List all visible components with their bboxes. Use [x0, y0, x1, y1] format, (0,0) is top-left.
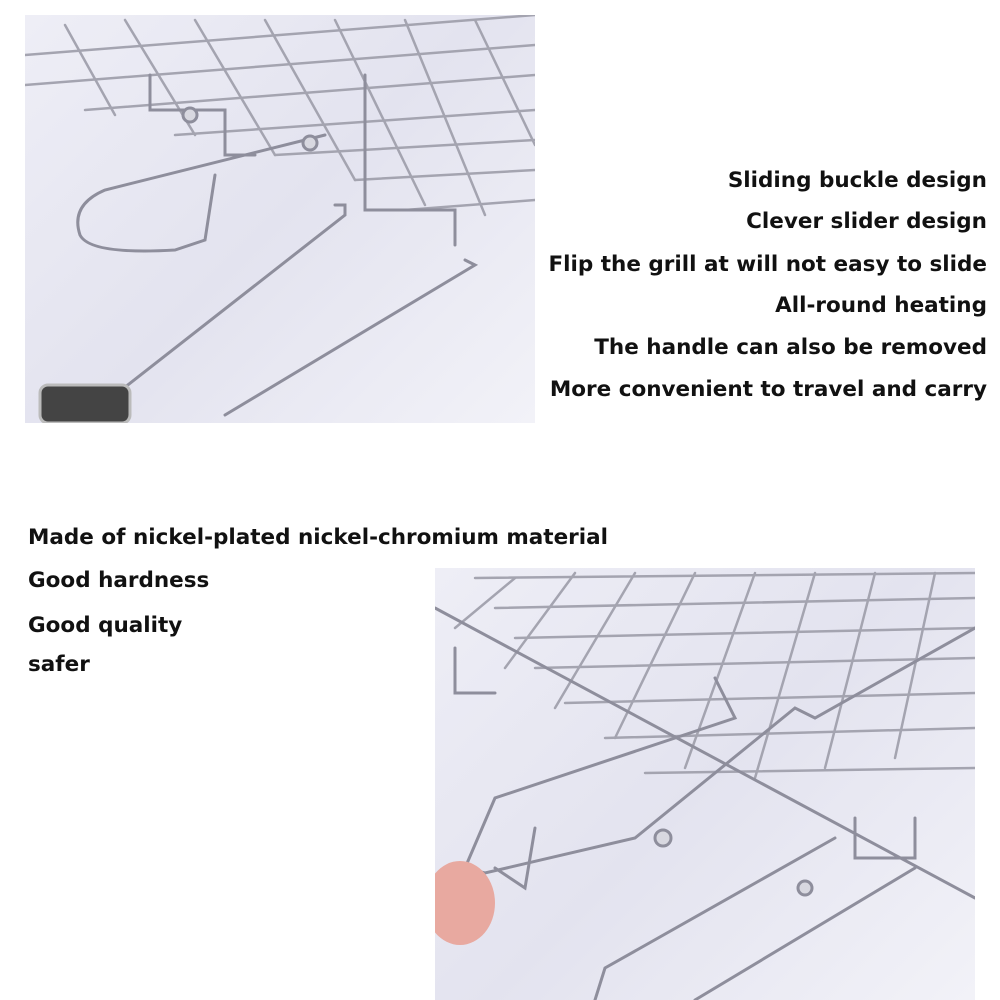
feature-safer: safer	[28, 652, 90, 677]
feature-hardness: Good hardness	[28, 568, 210, 593]
feature-flip-grill: Flip the grill at will not easy to slide	[548, 252, 987, 277]
feature-clever-slider: Clever slider design	[746, 209, 987, 234]
feature-quality: Good quality	[28, 613, 183, 638]
feature-all-round-heating: All-round heating	[775, 293, 987, 318]
grill-buckle-photo	[25, 15, 535, 423]
feature-removable-handle: The handle can also be removed	[594, 335, 987, 360]
grill-handle-photo	[435, 568, 975, 1000]
feature-sliding-buckle: Sliding buckle design	[727, 168, 987, 193]
feature-travel: More convenient to travel and carry	[549, 377, 987, 402]
feature-material: Made of nickel-plated nickel-chromium ma…	[28, 525, 609, 550]
